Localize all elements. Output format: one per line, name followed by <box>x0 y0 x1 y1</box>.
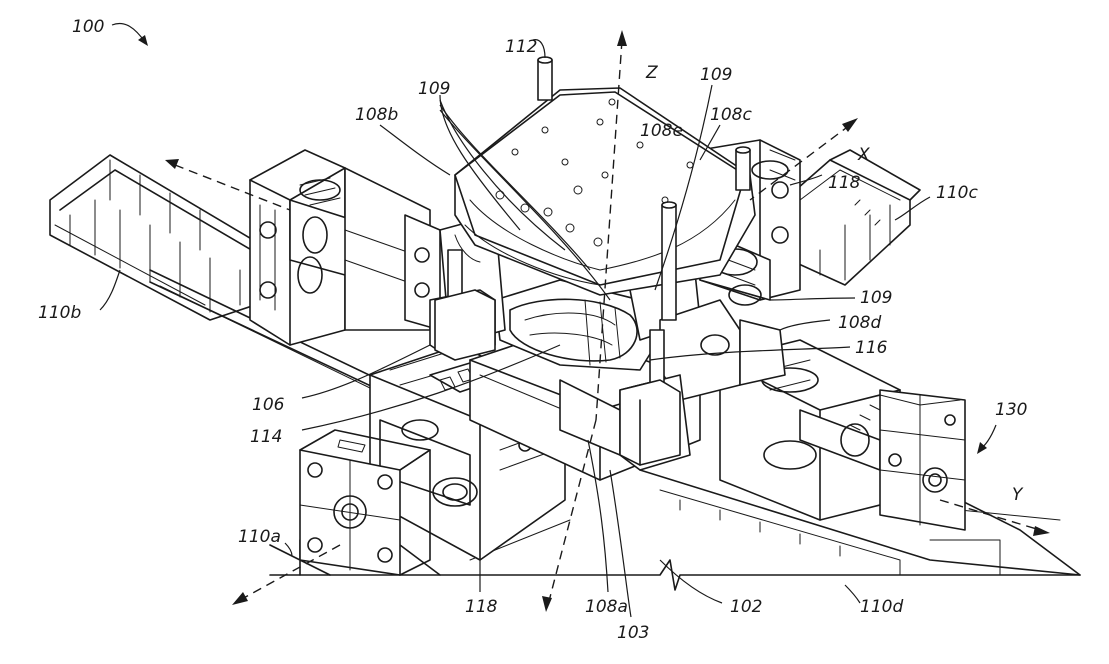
tie-bar-blocks <box>434 289 681 466</box>
label-106: 106 <box>252 395 285 415</box>
reference-labels: 100 112 Z 109 109 108e 108b 108c X 118 1… <box>38 17 1027 643</box>
label-130: 130 <box>995 400 1027 420</box>
label-110a: 110a <box>238 527 281 547</box>
label-108a: 108a <box>585 597 628 617</box>
label-110d: 110d <box>860 597 903 617</box>
label-108d: 108d <box>838 313 881 333</box>
label-110b: 110b <box>38 303 81 323</box>
axis-y <box>232 499 1050 605</box>
label-100: 100 <box>72 17 104 37</box>
rail-110d <box>639 469 1081 576</box>
label-109-right: 109 <box>860 288 892 308</box>
axis-z <box>542 30 627 612</box>
end-plate-front <box>299 429 431 576</box>
label-108b: 108b <box>355 105 398 125</box>
label-109-upper-right: 109 <box>700 65 732 85</box>
label-axis-x: X <box>857 145 870 165</box>
rail-110b <box>49 154 391 396</box>
label-114: 114 <box>250 427 282 447</box>
label-103: 103 <box>617 623 649 643</box>
label-axis-z: Z <box>645 63 658 83</box>
leader-lines <box>99 22 997 618</box>
label-118-right: 118 <box>828 173 861 193</box>
label-108e: 108e <box>640 121 683 141</box>
label-118-front: 118 <box>465 597 498 617</box>
clamp-unit-back-left <box>249 149 441 346</box>
axis-x <box>165 118 858 211</box>
label-102: 102 <box>730 597 762 617</box>
label-116: 116 <box>855 338 888 358</box>
label-108c: 108c <box>710 105 752 125</box>
label-axis-y: Y <box>1012 485 1024 505</box>
rail-110c <box>789 149 921 286</box>
ground-line <box>269 559 1081 591</box>
label-112: 112 <box>505 37 537 57</box>
label-109-upper-left: 109 <box>418 79 450 99</box>
top-platen-108e <box>454 87 756 296</box>
label-110c: 110c <box>936 183 978 203</box>
